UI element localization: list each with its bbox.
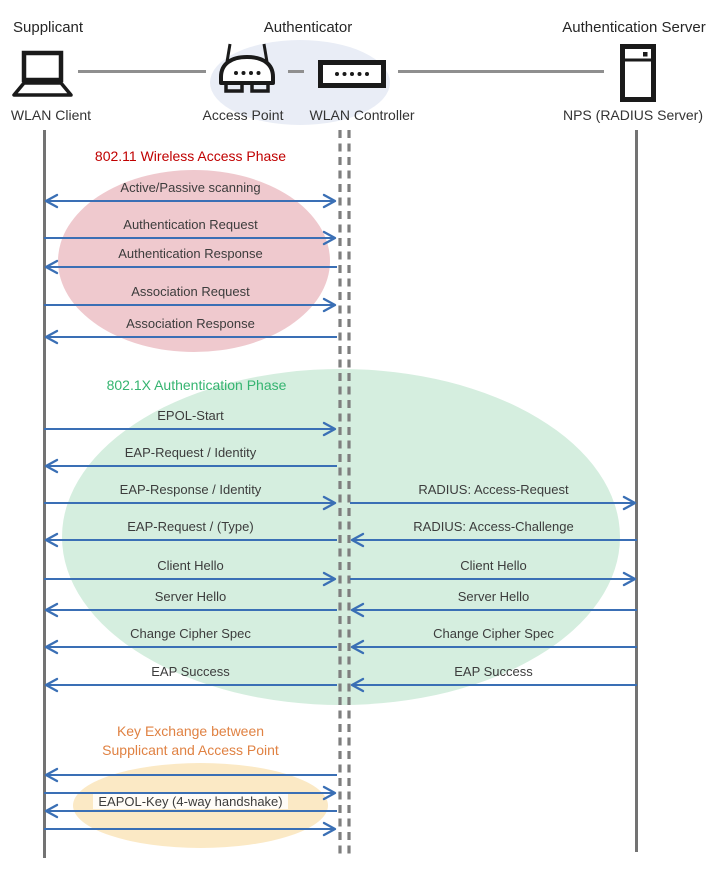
message-label: Association Request bbox=[131, 284, 250, 299]
connector-client-ap bbox=[78, 70, 206, 73]
message-arrow-left bbox=[44, 458, 337, 474]
message-arrow-left bbox=[44, 803, 337, 819]
message-label: Client Hello bbox=[157, 558, 224, 573]
device-label-wlan-controller: WLAN Controller bbox=[309, 107, 415, 123]
wlan-controller-icon bbox=[318, 60, 386, 88]
role-label-supplicant: Supplicant bbox=[13, 19, 84, 36]
message-arrow-left bbox=[350, 602, 637, 618]
message-arrow-left bbox=[44, 767, 337, 783]
message-label: Change Cipher Spec bbox=[433, 626, 554, 641]
message-label: RADIUS: Access-Request bbox=[418, 482, 569, 497]
message-arrow-right bbox=[44, 571, 337, 587]
role-label-authenticator: Authenticator bbox=[263, 19, 353, 36]
connector-controller-server bbox=[398, 70, 604, 73]
message-arrow-left bbox=[44, 602, 337, 618]
message-label: Server Hello bbox=[154, 589, 227, 604]
message-arrow-right bbox=[44, 421, 337, 437]
message-arrow-left bbox=[44, 677, 337, 693]
message-label: Authentication Request bbox=[123, 217, 258, 232]
message-label: Client Hello bbox=[460, 558, 527, 573]
message-label: EAPOL-Key (4-way handshake) bbox=[44, 794, 337, 810]
message-arrow-left bbox=[44, 532, 337, 548]
message-arrow-right bbox=[44, 495, 337, 511]
message-arrow-right bbox=[44, 821, 337, 837]
message-label: Active/Passive scanning bbox=[120, 180, 261, 195]
message-arrow-left bbox=[350, 532, 637, 548]
message-label: EAP Success bbox=[151, 664, 230, 679]
message-label: EAP Success bbox=[454, 664, 533, 679]
access-point-icon bbox=[219, 43, 275, 93]
message-label: EPOL-Start bbox=[157, 408, 224, 423]
message-label: Authentication Response bbox=[118, 246, 263, 261]
message-arrow-right bbox=[44, 230, 337, 246]
laptop-icon bbox=[12, 50, 73, 97]
message-arrow-right bbox=[44, 785, 337, 801]
client-lifeline bbox=[43, 130, 46, 858]
server-icon bbox=[620, 44, 656, 102]
device-label-wlan-client: WLAN Client bbox=[10, 107, 92, 123]
phase-3-title: Key Exchange between Supplicant and Acce… bbox=[102, 723, 279, 758]
device-label-nps: NPS (RADIUS Server) bbox=[562, 107, 704, 123]
message-arrow-left bbox=[350, 677, 637, 693]
phase-1-title: 802.11 Wireless Access Phase bbox=[94, 148, 287, 164]
device-label-access-point: Access Point bbox=[202, 107, 284, 123]
message-arrow-left bbox=[44, 639, 337, 655]
message-label: Server Hello bbox=[457, 589, 530, 604]
message-arrow-left bbox=[350, 639, 637, 655]
message-label: EAP-Request / (Type) bbox=[127, 519, 254, 534]
message-arrow-left bbox=[44, 259, 337, 275]
message-arrow-left bbox=[44, 329, 337, 345]
message-label: EAP-Request / Identity bbox=[124, 445, 257, 460]
message-arrow-right bbox=[350, 571, 637, 587]
message-label: EAP-Response / Identity bbox=[119, 482, 262, 497]
server-lifeline bbox=[635, 130, 638, 852]
role-label-authentication-server: Authentication Server bbox=[562, 19, 706, 36]
phase-2-title: 802.1X Authentication Phase bbox=[106, 377, 287, 393]
connector-ap-controller bbox=[288, 70, 304, 73]
message-label: Change Cipher Spec bbox=[130, 626, 251, 641]
message-arrow-right bbox=[350, 495, 637, 511]
message-label: Association Response bbox=[126, 316, 255, 331]
message-arrow-right bbox=[44, 297, 337, 313]
message-arrow-both bbox=[44, 193, 337, 209]
message-label: RADIUS: Access-Challenge bbox=[413, 519, 574, 534]
